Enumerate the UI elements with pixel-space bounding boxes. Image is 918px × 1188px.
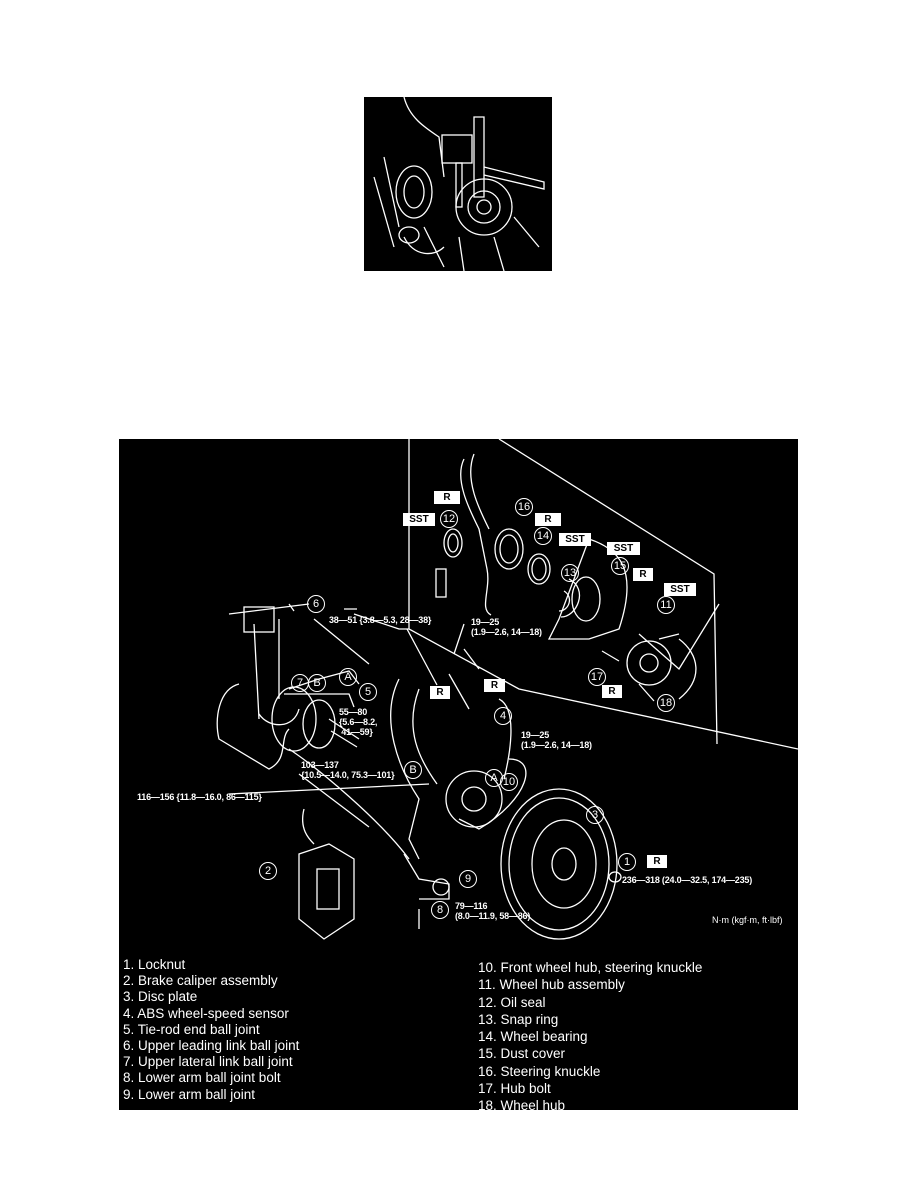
legend-item: 3. Disc plate: [123, 989, 198, 1005]
callout-11: 11: [657, 596, 675, 614]
reference-mark-a: A: [339, 668, 357, 686]
torque-spec-tie-rod: 55—80 {5.6—8.2, 41—59}: [339, 707, 378, 737]
torque-spec-upper-leading-link: 38—51 {3.8—5.3, 28—38}: [329, 615, 432, 625]
callout-5: 5: [359, 683, 377, 701]
inset-border: [408, 439, 798, 750]
legend-item: 12. Oil seal: [478, 994, 546, 1010]
replace-part-label: R: [602, 685, 622, 698]
callout-1: 1: [618, 853, 636, 871]
callout-17: 17: [588, 668, 606, 686]
callout-13: 13: [561, 564, 579, 582]
callout-4: 4: [494, 707, 512, 725]
legend-item: 15. Dust cover: [478, 1046, 566, 1062]
hub-removal-illustration: [364, 97, 552, 271]
reference-mark-b: B: [308, 674, 326, 692]
special-tool-label: SST: [607, 542, 640, 555]
callout-9: 9: [459, 870, 477, 888]
legend-item: 5. Tie-rod end ball joint: [123, 1021, 260, 1037]
callout-7: 7: [291, 674, 309, 692]
torque-spec-lower-arm-bolt: 79—116 (8.0—11.9, 58—86): [455, 901, 531, 921]
legend-item: 17. Hub bolt: [478, 1081, 551, 1097]
caliper-outline: [298, 843, 355, 940]
reference-mark-a: A: [485, 769, 503, 787]
legend-item: 2. Brake caliper assembly: [123, 973, 278, 989]
replace-part-label: R: [647, 855, 667, 868]
torque-units: N·m (kgf·m, ft·lbf): [712, 915, 783, 925]
callout-6: 6: [307, 595, 325, 613]
legend-item: 10. Front wheel hub, steering knuckle: [478, 960, 703, 975]
parts-legend-left: 1. Locknut 2. Brake caliper assembly 3. …: [123, 957, 299, 1103]
legend-item: 14. Wheel bearing: [478, 1029, 588, 1045]
legend-item: 7. Upper lateral link ball joint: [123, 1054, 293, 1070]
torque-spec-abs-sensor: 19—25 (1.9—2.6, 14—18): [521, 730, 592, 750]
special-tool-label: SST: [559, 533, 591, 546]
replace-part-label: R: [434, 491, 460, 504]
reference-mark-b: B: [404, 761, 422, 779]
callout-18: 18: [657, 694, 675, 712]
legend-item: 4. ABS wheel-speed sensor: [123, 1005, 289, 1021]
replace-part-label: R: [535, 513, 561, 526]
torque-spec-sensor-bracket: 19—25 (1.9—2.6, 14—18): [471, 617, 542, 637]
parts-legend-right: 10. Front wheel hub, steering knuckle 11…: [478, 959, 702, 1110]
callout-2: 2: [259, 862, 277, 880]
legend-item: 16. Steering knuckle: [478, 1063, 601, 1079]
callout-8: 8: [431, 901, 449, 919]
replace-part-label: R: [430, 686, 450, 699]
callout-15: 15: [611, 557, 629, 575]
torque-spec-upper-lateral-link: 103—137 {10.5—14.0, 75.3—101}: [301, 760, 395, 780]
disc-outline: [500, 788, 618, 940]
callout-14: 14: [534, 527, 552, 545]
replace-part-label: R: [484, 679, 505, 692]
legend-item: 11. Wheel hub assembly: [478, 977, 625, 993]
legend-item: 1. Locknut: [123, 957, 186, 972]
front-hub-exploded-diagram: R SST R SST SST R SST R R R R 1 2 3 4 5 …: [119, 439, 798, 1110]
torque-spec-locknut: 236—318 (24.0—32.5, 174—235): [622, 875, 752, 885]
special-tool-label: SST: [664, 583, 696, 596]
legend-item: 18. Wheel hub: [478, 1098, 566, 1110]
hub-puller-drawing: [373, 97, 545, 271]
callout-16: 16: [515, 498, 533, 516]
front-suspension-drawing: [216, 439, 798, 940]
legend-item: 9. Lower arm ball joint: [123, 1086, 256, 1102]
callout-12: 12: [440, 510, 458, 528]
callout-3: 3: [586, 806, 604, 824]
legend-item: 8. Lower arm ball joint bolt: [123, 1070, 281, 1086]
torque-spec-caliper: 116—156 {11.8—16.0, 86—115}: [137, 792, 262, 802]
special-tool-label: SST: [403, 513, 435, 526]
replace-part-label: R: [633, 568, 653, 581]
legend-item: 13. Snap ring: [478, 1011, 559, 1027]
knuckle-arm: [460, 458, 492, 616]
legend-item: 6. Upper leading link ball joint: [123, 1038, 300, 1054]
